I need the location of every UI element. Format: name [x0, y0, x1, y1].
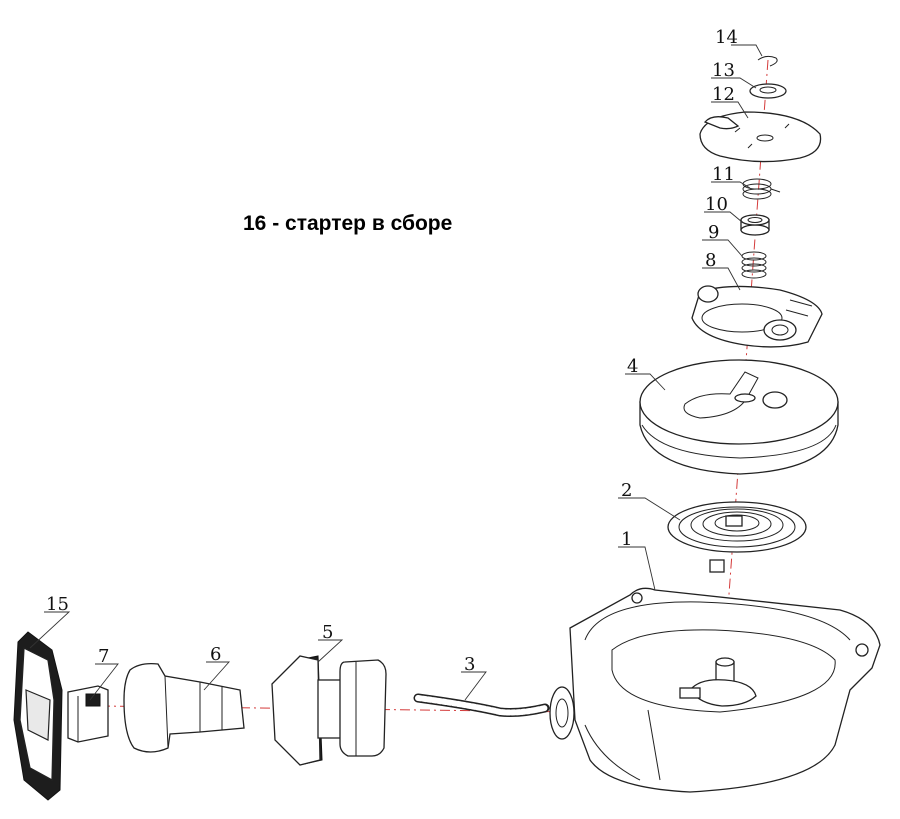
- callout-6: 6: [210, 644, 221, 665]
- callout-3: 3: [464, 654, 475, 675]
- part-14-clip: [757, 55, 778, 67]
- part-10-bushing: [740, 214, 770, 236]
- callout-9: 9: [708, 222, 719, 243]
- part-13-washer: [749, 83, 787, 99]
- callout-11: 11: [712, 164, 735, 185]
- callout-7: 7: [98, 646, 109, 667]
- callout-1: 1: [621, 529, 632, 550]
- callout-4: 4: [627, 356, 638, 377]
- callout-15: 15: [46, 594, 69, 615]
- part-8-ratchet-plate: [691, 285, 823, 348]
- callout-8: 8: [705, 250, 716, 271]
- part-11-torsion-spring: [742, 178, 781, 200]
- part-4-pulley: [639, 359, 839, 475]
- part-1-housing: [549, 587, 881, 793]
- part-15-end-cap: [13, 631, 63, 801]
- part-2-recoil-spring: [667, 501, 807, 573]
- part-5-handle-body: [271, 655, 387, 766]
- callout-10: 10: [705, 194, 728, 215]
- callout-13: 13: [712, 60, 735, 81]
- diagram-title: 16 - стартер в сборе: [243, 212, 452, 235]
- callout-14: 14: [715, 27, 738, 48]
- part-3-rope: [413, 693, 550, 717]
- leader-lines: [29, 44, 763, 701]
- part-7-insert: [67, 685, 109, 743]
- part-12-friction-plate: [699, 111, 822, 163]
- callout-12: 12: [712, 84, 735, 105]
- part-6-handle-grip: [123, 662, 245, 753]
- part-9-spring: [741, 251, 767, 279]
- callout-5: 5: [322, 622, 333, 643]
- callout-2: 2: [621, 480, 632, 501]
